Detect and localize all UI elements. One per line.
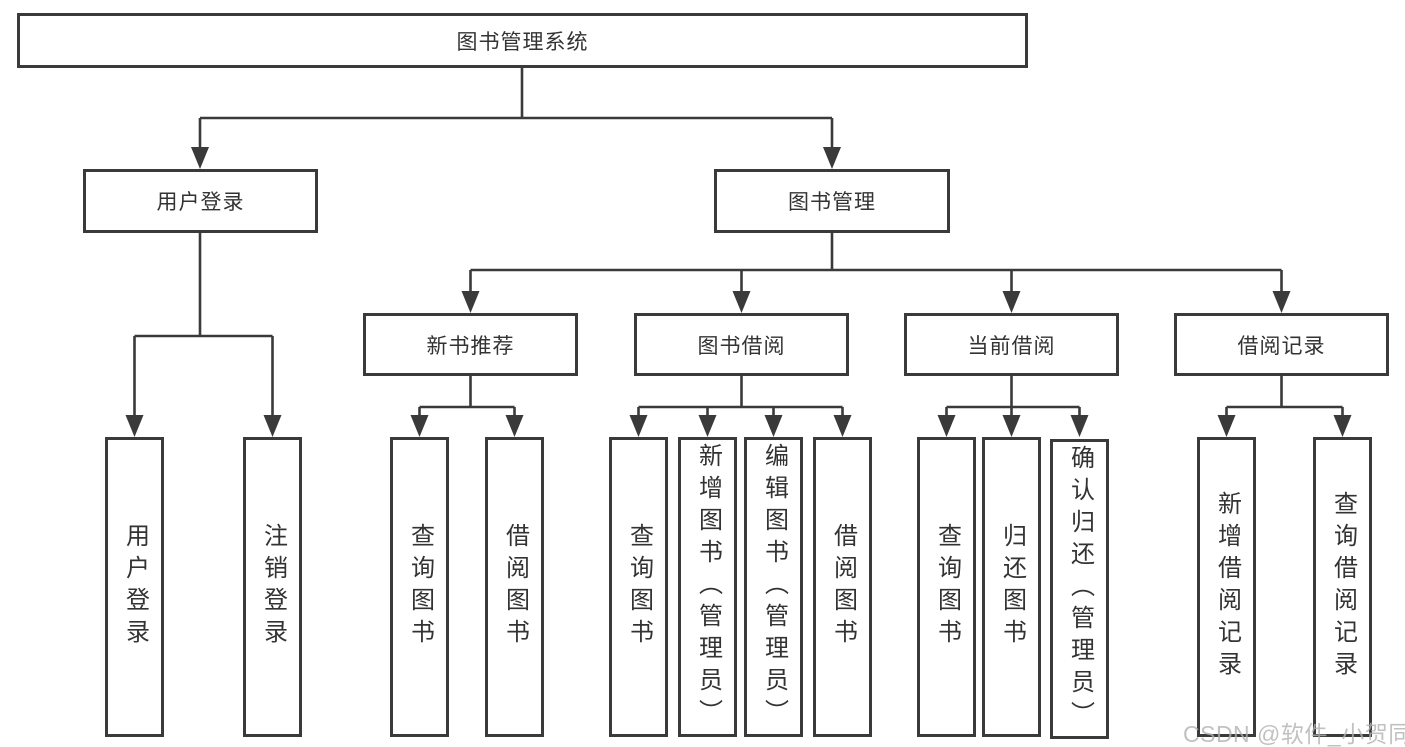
node-borrow-records: 借阅记录 — [1174, 313, 1389, 376]
node-root: 图书管理系统 — [17, 13, 1028, 68]
node-current-borrow: 当前借阅 — [904, 313, 1119, 376]
leaf-bb-borrow-books: 借阅图书 — [813, 437, 872, 737]
node-new-book-recommend: 新书推荐 — [363, 313, 578, 376]
leaf-br-add-record: 新增借阅记录 — [1197, 437, 1256, 737]
leaf-logout: 注销登录 — [243, 437, 302, 737]
leaf-cb-return-books: 归还图书 — [982, 437, 1041, 737]
leaf-cb-confirm-return-admin: 确认归还（管理员） — [1050, 439, 1109, 739]
leaf-br-query-record: 查询借阅记录 — [1313, 437, 1372, 737]
leaf-nb-borrow-books: 借阅图书 — [485, 437, 544, 737]
leaf-bb-edit-books-admin: 编辑图书（管理员） — [744, 437, 803, 737]
leaf-user-login: 用户登录 — [105, 437, 164, 737]
watermark: CSDN @软件_小贺同学 — [1183, 721, 1405, 747]
leaf-bb-add-books-admin: 新增图书（管理员） — [678, 437, 737, 737]
leaf-cb-query-books: 查询图书 — [917, 437, 976, 737]
node-book-management: 图书管理 — [714, 169, 950, 233]
node-user-login: 用户登录 — [83, 169, 318, 233]
leaf-bb-query-books: 查询图书 — [609, 437, 668, 737]
leaf-nb-query-books: 查询图书 — [390, 437, 449, 737]
node-book-borrow: 图书借阅 — [634, 313, 849, 376]
